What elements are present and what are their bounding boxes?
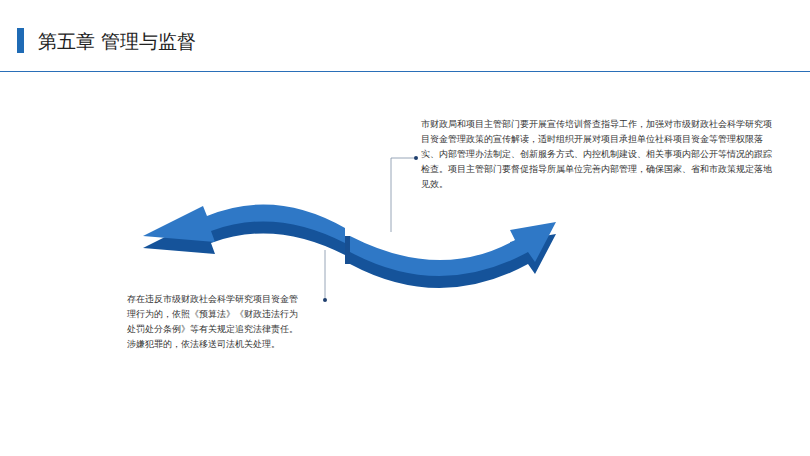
leader-dot [323,298,327,302]
title-bar [17,28,24,53]
callout-text: 市财政局和项目主管部门要开展宣传培训督查指导工作，加强对市级财政社会科学研究项目… [421,117,777,192]
title-rule [0,71,810,72]
slide-title: 第五章 管理与监督 [38,29,196,53]
leader-line [391,158,416,232]
double-arrow-illustration [143,204,556,288]
arrow-top [350,222,556,276]
arrow-joint [345,236,350,264]
leader-line [325,250,326,300]
callout-text: 存在违反市级财政社会科学研究项目资金管理行为的，依照《预算法》《财政违法行为处罚… [127,292,299,352]
arrow-top [143,204,345,243]
leader-dot [414,156,418,160]
leader-lines [323,156,418,302]
